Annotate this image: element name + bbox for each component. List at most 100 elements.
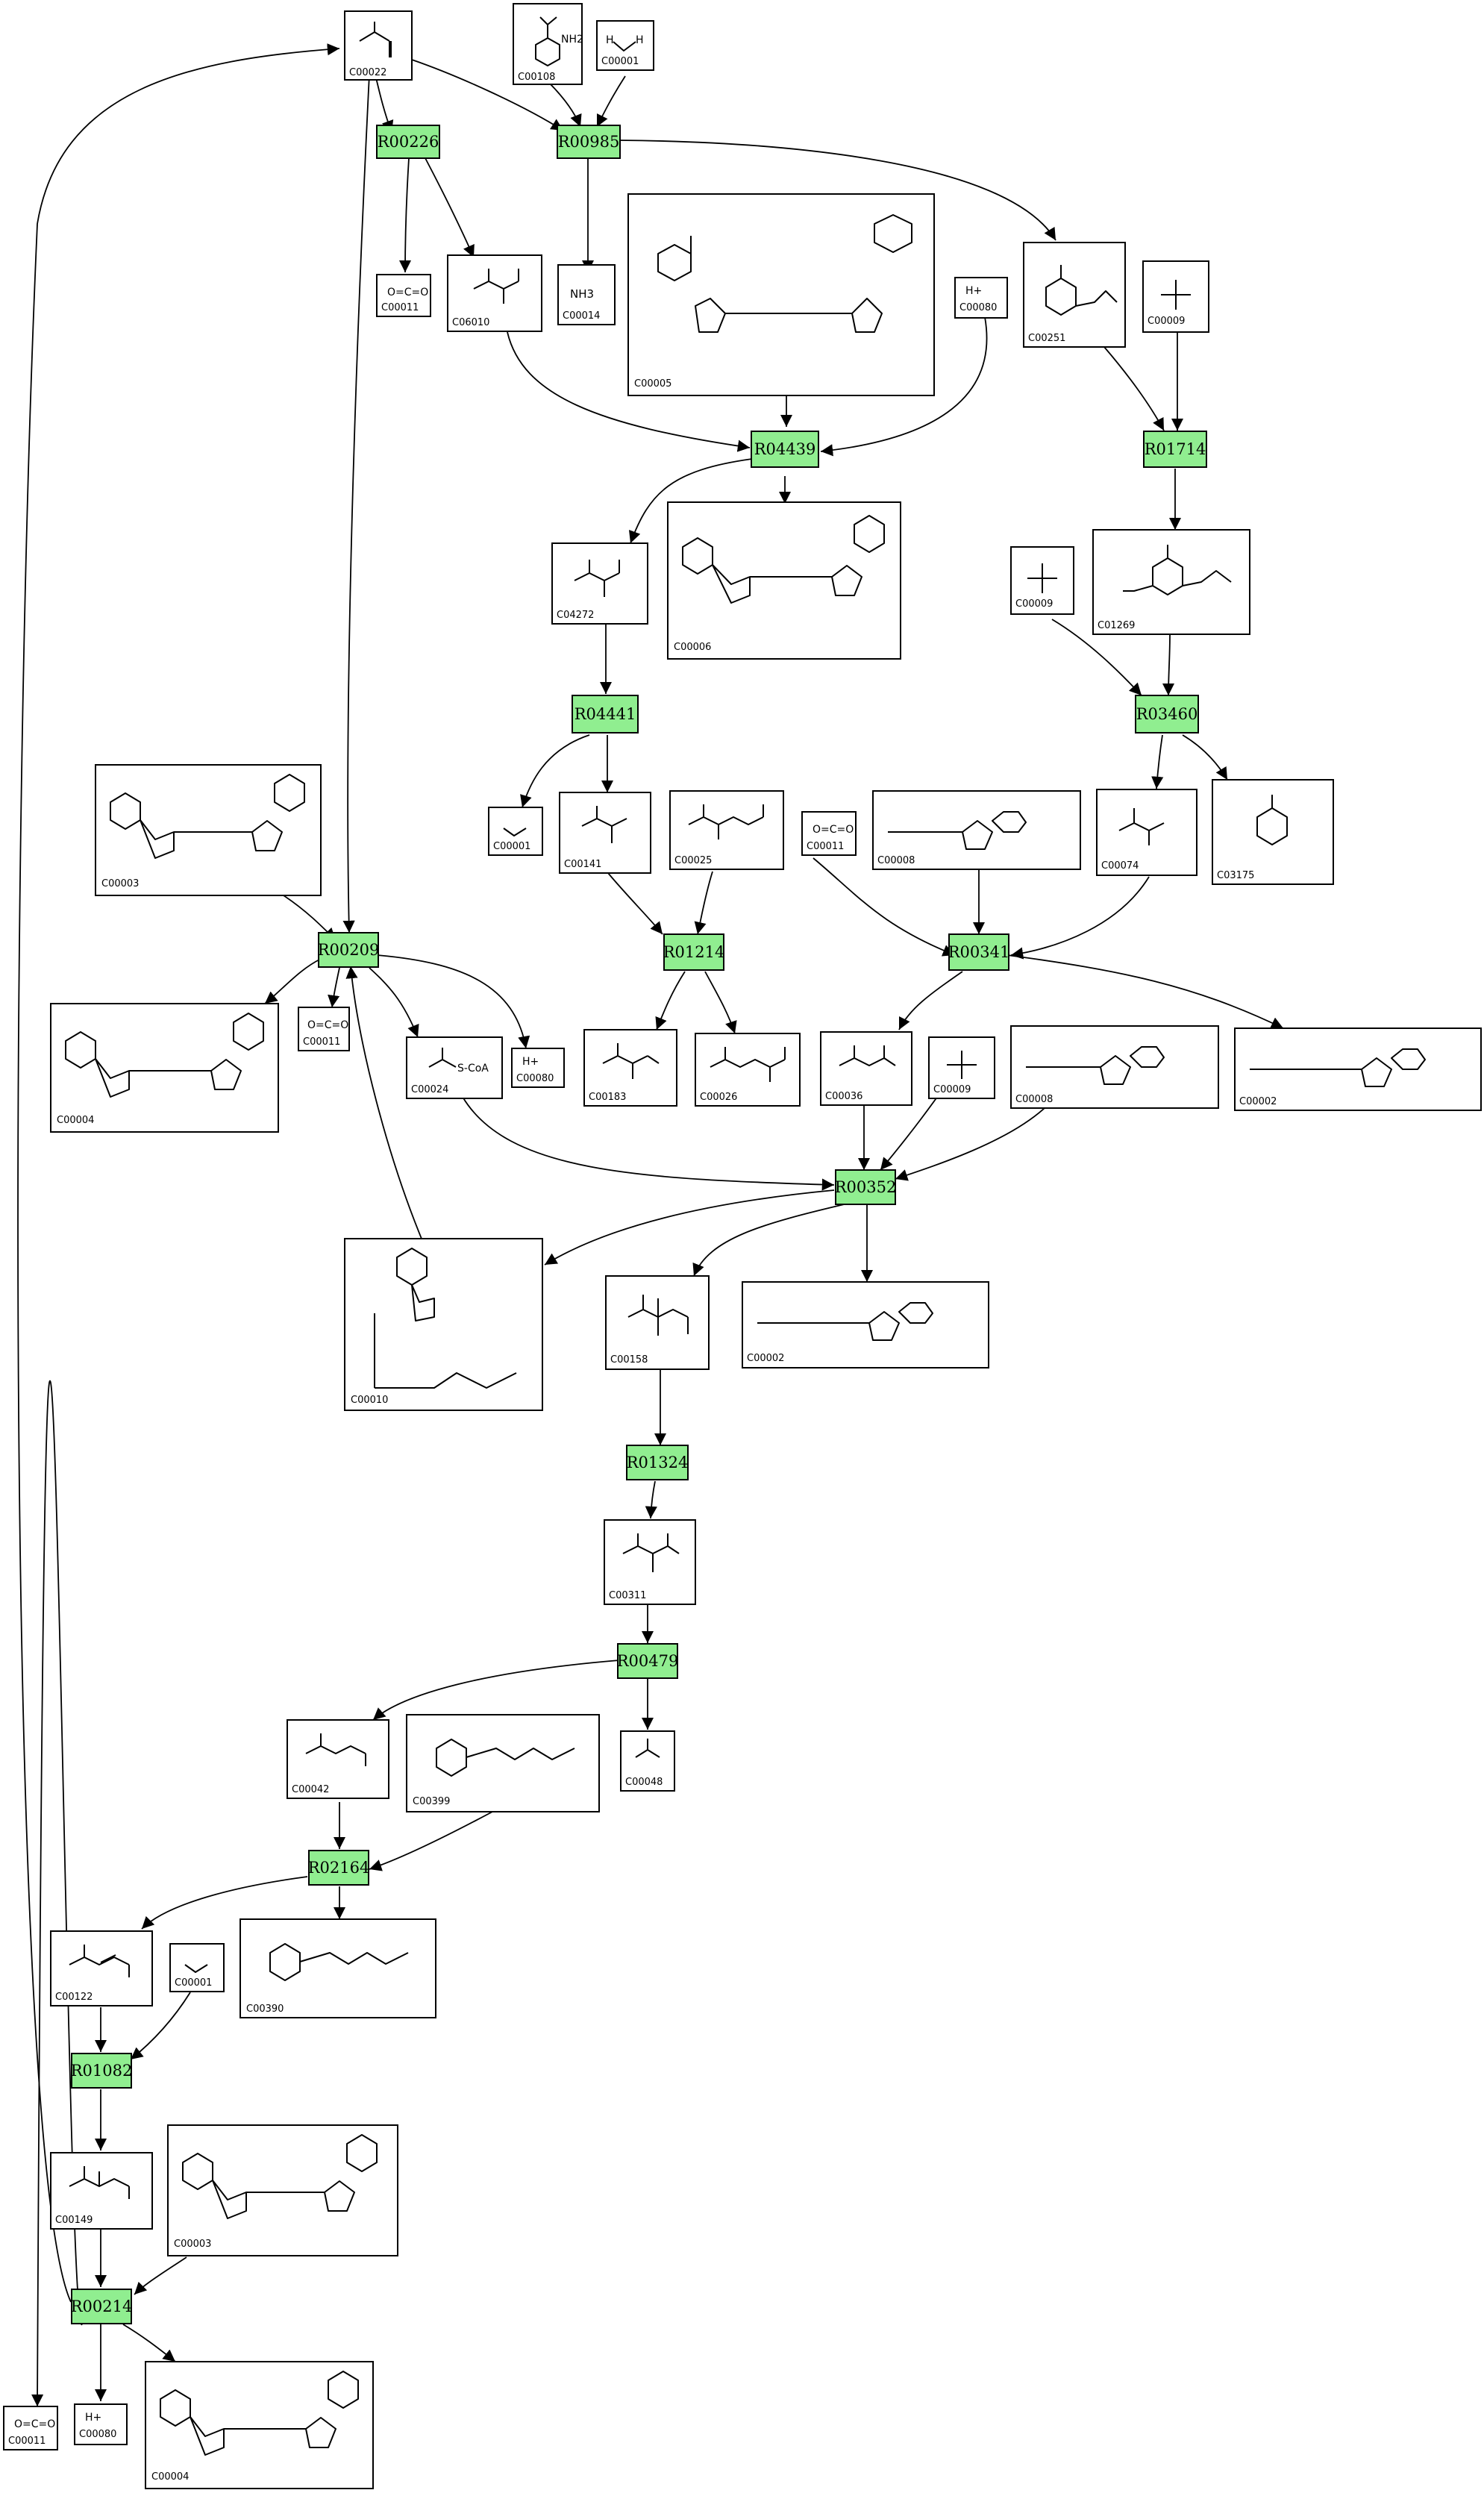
compound-c00002-b[interactable]: C00002 <box>742 1281 989 1369</box>
compound-c00399[interactable]: C00399 <box>406 1714 600 1812</box>
edge-c06010-r04439 <box>507 331 751 452</box>
svg-text:C00251: C00251 <box>1028 333 1065 344</box>
compound-c00006[interactable]: C00006 <box>667 501 901 660</box>
reaction-layer: R00226 R00985 R04439 R01714 R04441 R0346… <box>71 125 1207 2324</box>
reaction-r04439[interactable]: R04439 <box>751 431 819 468</box>
compound-c00080-a[interactable]: H+ C00080 <box>954 277 1008 319</box>
svg-text:C00042: C00042 <box>292 1784 329 1795</box>
compound-c00122[interactable]: C00122 <box>50 1930 153 2006</box>
compound-c00026[interactable]: C00026 <box>695 1033 801 1107</box>
svg-text:C00108: C00108 <box>518 72 555 83</box>
edge-r00209-c00011c <box>328 967 340 1008</box>
compound-c00025[interactable]: C00025 <box>669 790 784 870</box>
compound-c00251[interactable]: C00251 <box>1023 242 1126 348</box>
svg-text:H+: H+ <box>85 2412 101 2424</box>
compound-c00011-b[interactable]: O=C=O C00011 <box>801 811 857 856</box>
svg-text:H+: H+ <box>522 1056 539 1068</box>
compound-c00080-b[interactable]: H+ C00080 <box>511 1048 565 1088</box>
compound-c03175[interactable]: C03175 <box>1212 779 1334 885</box>
compound-c00001-b[interactable]: C00001 <box>488 807 543 856</box>
compound-c00008-a[interactable]: C00008 <box>872 790 1081 870</box>
svg-text:NH3: NH3 <box>570 287 594 301</box>
reaction-r00341[interactable]: R00341 <box>948 933 1010 971</box>
compound-c00048[interactable]: C00048 <box>620 1730 675 1792</box>
compound-c00005[interactable]: C00005 <box>627 193 935 396</box>
svg-text:C00002: C00002 <box>1239 1096 1277 1107</box>
compound-c00024[interactable]: S-CoA C00024 <box>406 1036 503 1099</box>
svg-text:C00003: C00003 <box>101 878 139 889</box>
reaction-r02164[interactable]: R02164 <box>308 1850 370 1886</box>
compound-c00141[interactable]: C00141 <box>559 792 651 874</box>
edge-c00024-r00352 <box>462 1096 835 1191</box>
compound-c00009-c[interactable]: C00009 <box>928 1036 995 1099</box>
edge-c00001-r00985 <box>596 75 626 128</box>
reaction-r03460[interactable]: R03460 <box>1135 695 1199 733</box>
reaction-r01214[interactable]: R01214 <box>663 933 725 971</box>
svg-text:C00080: C00080 <box>79 2429 116 2440</box>
svg-text:C00004: C00004 <box>151 2471 189 2483</box>
compound-c00014[interactable]: NH3 C00014 <box>557 264 616 325</box>
edge-c01269-r03460 <box>1162 634 1175 696</box>
reaction-r04441[interactable]: R04441 <box>572 695 639 733</box>
svg-text:C00080: C00080 <box>959 302 997 313</box>
compound-c00002-a[interactable]: C00002 <box>1234 1027 1482 1111</box>
edge-r00985-c00251 <box>619 140 1056 241</box>
compound-c00001-c[interactable]: C00001 <box>169 1943 225 1992</box>
compound-c00149[interactable]: C00149 <box>50 2152 153 2230</box>
reaction-r00479[interactable]: R00479 <box>617 1643 679 1679</box>
compound-c00183[interactable]: C00183 <box>583 1029 677 1107</box>
svg-text:C01269: C01269 <box>1098 620 1135 631</box>
compound-c00080-c[interactable]: H+ C00080 <box>74 2403 128 2445</box>
compound-c00008-b[interactable]: C00008 <box>1010 1025 1219 1109</box>
compound-c00390[interactable]: C00390 <box>239 1918 436 2018</box>
edge-c00003b-r00214 <box>134 2256 187 2295</box>
edge-c00022-r00226 <box>375 74 394 134</box>
reaction-r01324[interactable]: R01324 <box>626 1445 689 1480</box>
svg-text:C06010: C06010 <box>452 317 489 328</box>
compound-c00158[interactable]: C00158 <box>605 1275 710 1370</box>
compound-c00011-d[interactable]: O=C=O C00011 <box>3 2406 58 2450</box>
svg-text:C00399: C00399 <box>413 1796 450 1807</box>
reaction-r01714[interactable]: R01714 <box>1143 431 1207 468</box>
svg-text:C00022: C00022 <box>349 67 386 78</box>
reaction-r00985[interactable]: R00985 <box>557 125 621 159</box>
compound-c00036[interactable]: C00036 <box>820 1031 912 1106</box>
compound-c00004-a[interactable]: C00004 <box>50 1003 279 1133</box>
compound-c06010[interactable]: C06010 <box>447 254 542 332</box>
svg-text:C03175: C03175 <box>1217 870 1254 881</box>
edge-r04441-c00001b <box>520 734 590 808</box>
svg-text:O=C=O: O=C=O <box>14 2418 55 2430</box>
svg-text:C00149: C00149 <box>55 2215 93 2226</box>
edge-c00074-r00341 <box>1010 876 1150 960</box>
compound-c01269[interactable]: C01269 <box>1092 529 1250 635</box>
compound-c00003-b[interactable]: C00003 <box>167 2124 398 2256</box>
compound-c00311[interactable]: C00311 <box>604 1519 696 1605</box>
compound-c04272[interactable]: C04272 <box>551 542 648 625</box>
compound-c00074[interactable]: C00074 <box>1096 789 1197 876</box>
compound-c00009-b[interactable]: C00009 <box>1010 546 1074 615</box>
compound-c00010[interactable]: C00010 <box>344 1238 543 1411</box>
edge-r00226-c00011 <box>398 157 412 273</box>
svg-text:R00341: R00341 <box>948 943 1010 961</box>
compound-c00108[interactable]: NH2 C00108 <box>513 3 583 85</box>
compound-c00004-b[interactable]: C00004 <box>145 2361 374 2489</box>
compound-c00022[interactable]: C00022 <box>344 10 413 81</box>
svg-text:C00311: C00311 <box>609 1590 646 1601</box>
compound-c00011-c[interactable]: O=C=O C00011 <box>298 1007 350 1051</box>
reaction-r01082[interactable]: R01082 <box>71 2053 133 2089</box>
svg-text:C00158: C00158 <box>610 1354 648 1366</box>
compound-c00011-a[interactable]: O=C=O C00011 <box>376 274 431 317</box>
reaction-r00352[interactable]: R00352 <box>835 1169 897 1205</box>
compound-c00009-a[interactable]: C00009 <box>1142 260 1209 333</box>
reaction-r00214[interactable]: R00214 <box>71 2289 133 2324</box>
edge-c00022-r00209 <box>342 74 370 933</box>
compound-c00001-top[interactable]: H H C00001 <box>596 20 654 71</box>
svg-text:C00008: C00008 <box>877 855 915 866</box>
edge-r01214-c00026 <box>704 971 737 1034</box>
compound-c00003-a[interactable]: C00003 <box>95 764 322 896</box>
edge-r00214-c00004b <box>122 2324 176 2362</box>
svg-text:C00001: C00001 <box>601 56 639 67</box>
compound-c00042[interactable]: C00042 <box>287 1719 389 1799</box>
reaction-r00226[interactable]: R00226 <box>376 125 440 159</box>
reaction-r00209[interactable]: R00209 <box>318 932 380 968</box>
